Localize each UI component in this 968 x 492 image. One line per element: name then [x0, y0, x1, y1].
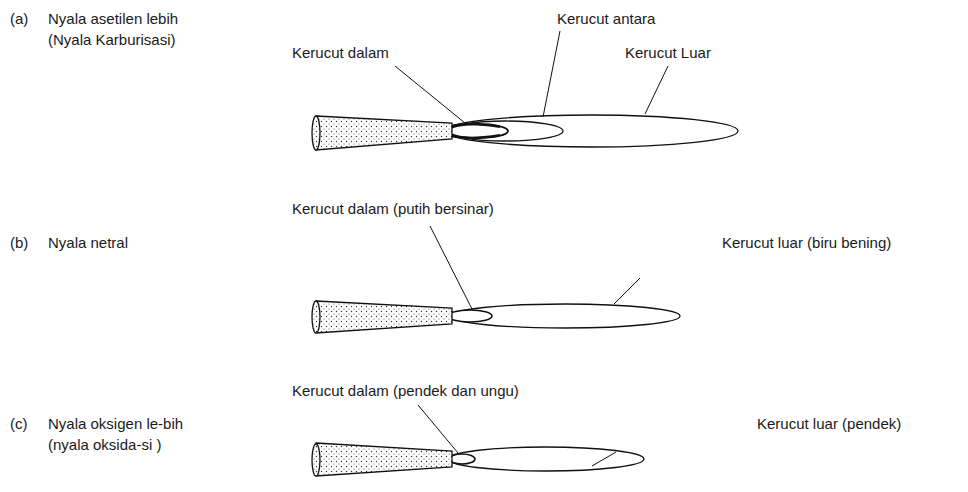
- flame-type: Nyala oksigen le-bih (nyala oksida-si ): [48, 413, 208, 455]
- flame-letter: (b): [10, 232, 28, 253]
- cone-label: Kerucut luar (biru bening): [722, 232, 891, 253]
- cone-label: Kerucut luar (pendek): [757, 413, 901, 434]
- flame-oxidizing: [312, 443, 644, 476]
- cone-label: Kerucut dalam (putih bersinar): [292, 198, 494, 219]
- leader-lines: [395, 31, 668, 466]
- cone-label: Kerucut antara: [557, 8, 655, 29]
- cone-label: Kerucut Luar: [625, 42, 711, 63]
- flame-letter: (c): [10, 413, 28, 434]
- cone-label: Kerucut dalam: [292, 42, 389, 63]
- cone-label: Kerucut dalam (pendek dan ungu): [292, 380, 519, 401]
- flame-type: Nyala asetilen lebih (Nyala Karburisasi): [48, 8, 198, 50]
- flame-type: Nyala netral: [48, 232, 128, 253]
- flame-carburizing: [312, 115, 738, 150]
- flame-letter: (a): [10, 8, 28, 29]
- flame-neutral: [312, 301, 680, 333]
